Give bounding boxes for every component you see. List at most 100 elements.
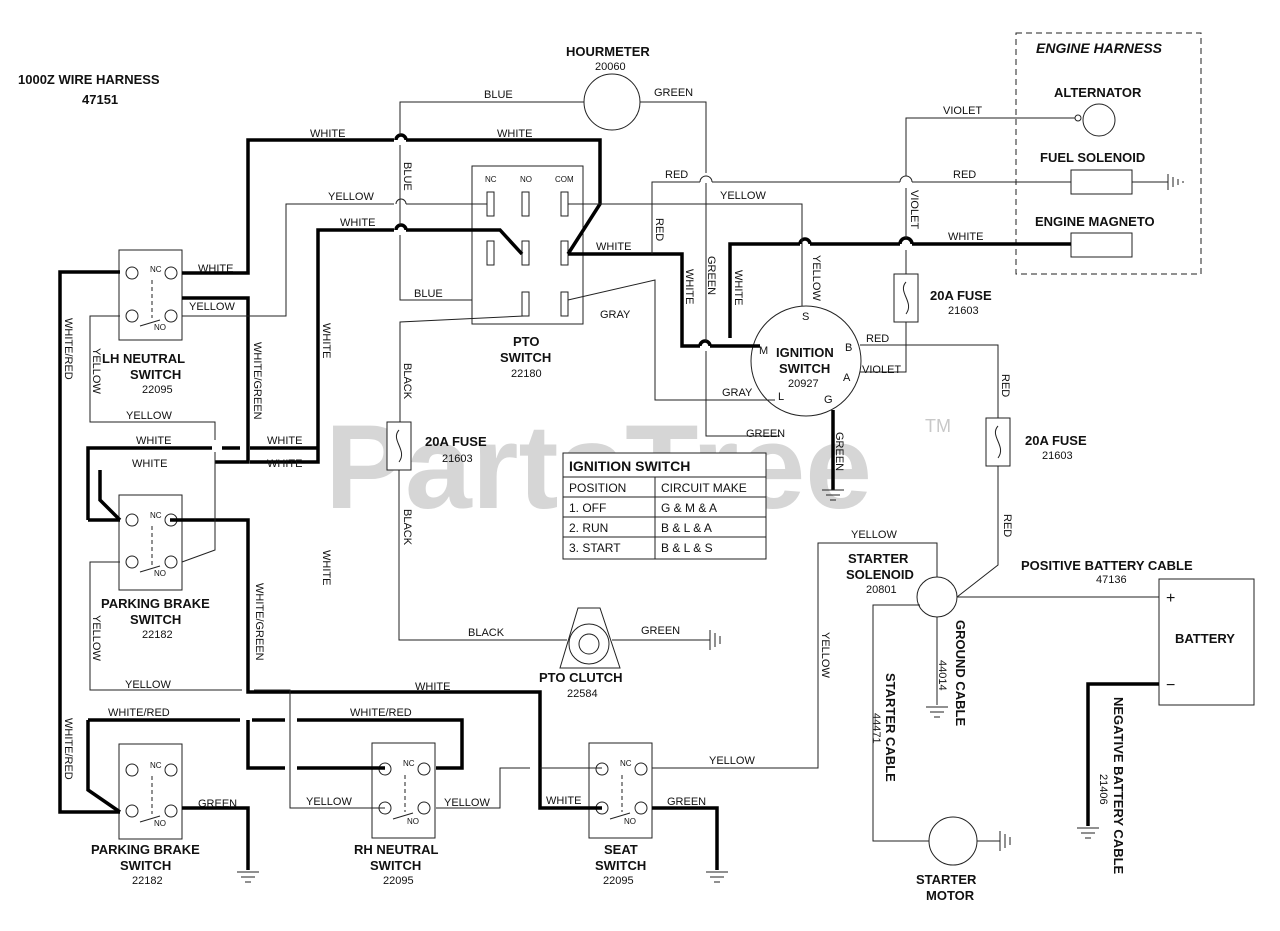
wire-label: WHITE — [267, 458, 302, 470]
starter-motor-label-1: STARTER — [916, 872, 977, 887]
alternator-symbol — [1082, 103, 1116, 137]
pto-terminal — [560, 291, 569, 317]
fuel-solenoid-ground-icon — [1132, 174, 1184, 190]
wire-label: WHITE/GREEN — [253, 583, 265, 661]
wire-label: WHITE — [132, 458, 167, 470]
ignition-table-header: POSITION — [569, 481, 626, 495]
parking-brake-2-no: NO — [154, 819, 166, 828]
starter-motor-symbol — [928, 816, 978, 866]
fuse-left-label: 20A FUSE — [425, 434, 487, 449]
pto-pin-no: NO — [520, 175, 532, 184]
wire-label: BLUE — [401, 162, 413, 191]
rh-neutral-switch-symbol — [371, 742, 436, 839]
wire-label: RED — [653, 218, 665, 241]
wire-label: YELLOW — [125, 679, 171, 691]
wire-label: GREEN — [833, 432, 845, 471]
parking-brake-1-part: 22182 — [142, 629, 173, 641]
pto-terminal — [521, 291, 530, 317]
seat-switch-part: 22095 — [603, 875, 634, 887]
wire-label: GREEN — [198, 798, 237, 810]
wire-label: GREEN — [654, 87, 693, 99]
engine-magneto-symbol — [1070, 232, 1133, 258]
positive-cable-part: 47136 — [1096, 574, 1127, 586]
fuel-solenoid-symbol — [1070, 169, 1133, 195]
pto-terminal — [486, 191, 495, 217]
wire-label: GRAY — [722, 387, 753, 399]
ground-icon — [706, 871, 728, 883]
parking-brake-1-label-2: SWITCH — [130, 612, 181, 627]
diagram-title: 1000Z WIRE HARNESS — [18, 72, 160, 87]
rh-neutral-label-1: RH NEUTRAL — [354, 842, 439, 857]
wire-label: YELLOW — [126, 410, 172, 422]
fuse-top-part: 21603 — [948, 305, 979, 317]
wire-label: WHITE/RED — [62, 718, 74, 780]
wire-label: YELLOW — [189, 301, 235, 313]
engine-harness-box — [1015, 32, 1202, 275]
engine-harness-title: ENGINE HARNESS — [1036, 40, 1163, 56]
ignition-terminal-m: M — [759, 345, 768, 357]
fuse-right-label: 20A FUSE — [1025, 433, 1087, 448]
lh-neutral-label-1: LH NEUTRAL — [102, 351, 185, 366]
pto-pin-nc: NC — [485, 175, 497, 184]
parking-brake-switch-2-symbol — [118, 743, 183, 840]
rh-neutral-nc: NC — [403, 759, 415, 768]
wire-label: YELLOW — [90, 615, 102, 661]
ignition-table-header: CIRCUIT MAKE — [661, 481, 747, 495]
wire-label: RED — [999, 374, 1011, 397]
seat-switch-symbol — [588, 742, 653, 839]
fuse-top-label: 20A FUSE — [930, 288, 992, 303]
ignition-switch-label-2: SWITCH — [779, 361, 830, 376]
lh-neutral-switch-symbol — [118, 249, 183, 341]
seat-switch-label-1: SEAT — [604, 842, 638, 857]
wire-label: BLUE — [484, 89, 513, 101]
wire-label: WHITE/RED — [108, 707, 170, 719]
ignition-table-cell: 3. START — [569, 541, 621, 555]
diagram-part-number: 47151 — [82, 92, 118, 107]
starter-cable-part: 44471 — [870, 713, 882, 744]
wire-label: WHITE — [320, 323, 332, 358]
ignition-switch-symbol — [750, 305, 862, 417]
wire-label: WHITE — [732, 270, 744, 305]
pto-clutch-part: 22584 — [567, 688, 598, 700]
wire-label: YELLOW — [709, 755, 755, 767]
ground-icon — [999, 831, 1011, 851]
thin-wires — [89, 101, 1159, 842]
wire-label: WHITE — [683, 269, 695, 304]
ground-icon — [237, 871, 259, 883]
positive-cable-label: POSITIVE BATTERY CABLE — [1021, 558, 1193, 573]
battery-symbol — [1158, 578, 1255, 706]
pto-pin-com: COM — [555, 175, 574, 184]
ignition-switch-label-1: IGNITION — [776, 345, 834, 360]
ignition-table-cell: 2. RUN — [569, 521, 608, 535]
negative-cable-part: 21406 — [1097, 774, 1109, 805]
wire-label: VIOLET — [943, 105, 982, 117]
wire-label: GREEN — [746, 428, 785, 440]
wire-label: BLACK — [468, 627, 505, 639]
wire-label: VIOLET — [908, 190, 920, 229]
parking-brake-2-label-2: SWITCH — [120, 858, 171, 873]
fuse-top-symbol — [893, 273, 919, 323]
wire-label: BLACK — [401, 363, 413, 400]
wire-label: WHITE/GREEN — [251, 342, 263, 420]
ignition-switch-table: IGNITION SWITCH POSITION CIRCUIT MAKE 1.… — [562, 452, 767, 560]
ignition-table-cell: G & M & A — [661, 501, 717, 515]
engine-magneto-label: ENGINE MAGNETO — [1035, 214, 1155, 229]
wire-label: RED — [665, 169, 688, 181]
ignition-terminal-a: A — [843, 372, 851, 384]
fuel-solenoid-label: FUEL SOLENOID — [1040, 150, 1145, 165]
wire-label: WHITE — [546, 795, 581, 807]
fuse-left-symbol — [386, 421, 412, 471]
wire-label: WHITE — [415, 681, 450, 693]
wire-label: VIOLET — [862, 364, 901, 376]
parking-brake-2-label-1: PARKING BRAKE — [91, 842, 200, 857]
starter-solenoid-symbol — [916, 576, 958, 618]
pto-switch-label-1: PTO — [513, 334, 540, 349]
ground-icon — [926, 706, 948, 718]
wire-label: RED — [866, 333, 889, 345]
parking-brake-2-part: 22182 — [132, 875, 163, 887]
lh-neutral-no: NO — [154, 323, 166, 332]
battery-label: BATTERY — [1175, 631, 1235, 646]
ground-icon — [1077, 827, 1099, 839]
ignition-table-title: IGNITION SWITCH — [569, 458, 690, 474]
wire-label: WHITE/RED — [62, 318, 74, 380]
